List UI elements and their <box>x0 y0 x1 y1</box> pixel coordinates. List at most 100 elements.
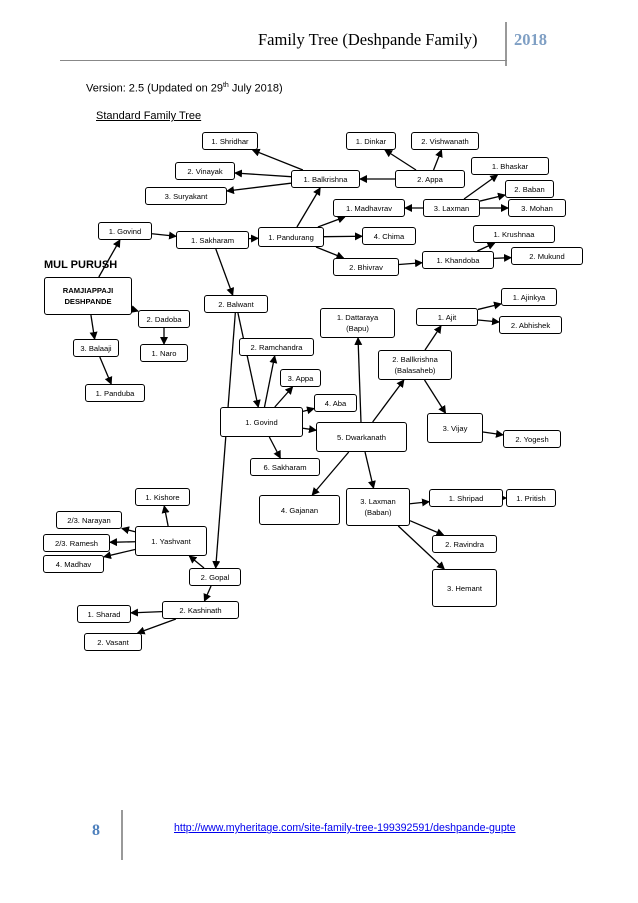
connector-laxman2-to-ravindra <box>409 520 445 536</box>
connector-dwarkanath-to-balkrishna2 <box>372 379 405 423</box>
header-divider <box>505 22 507 66</box>
tree-node-aba: 4. Aba <box>314 394 357 412</box>
tree-node-vinayak: 2. Vinayak <box>175 162 235 180</box>
tree-node-shridhar: 1. Shridhar <box>202 132 258 150</box>
tree-node-ramesh: 2/3. Ramesh <box>43 534 110 552</box>
connector-govind2-to-aba <box>302 406 315 415</box>
connector-dwarkanath-to-gajanan <box>311 451 350 496</box>
connector-balaaji-to-panduba <box>99 356 113 385</box>
connector-balkrishna2-to-ajit <box>424 325 442 351</box>
connector-appa1-to-vishwanath <box>432 149 443 171</box>
tree-node-madhavrav: 1. Madhavrav <box>333 199 405 217</box>
connector-pandurang-to-madhavrav <box>317 215 346 228</box>
connector-vijay-to-yogesh <box>482 429 504 438</box>
connector-gopal-to-yashvant <box>188 555 205 569</box>
tree-node-laxman2: 3. Laxman (Baban) <box>346 488 410 526</box>
tree-node-balkrishna2: 2. Ballkrishna (Balasaheb) <box>378 350 452 380</box>
tree-node-vishwanath: 2. Vishwanath <box>411 132 479 150</box>
connector-laxman2-to-shripad <box>409 498 430 507</box>
tree-node-govind2: 1. Govind <box>220 407 303 437</box>
connector-yashvant-to-narayan <box>121 526 136 535</box>
connector-laxman1-to-baban <box>479 192 506 202</box>
footer-url-link[interactable]: http://www.myheritage.com/site-family-tr… <box>174 822 516 834</box>
connector-balkrishna1-to-shridhar <box>251 148 304 171</box>
connector-balwant-to-govind2 <box>237 312 261 408</box>
tree-node-suryakant: 3. Suryakant <box>145 187 227 205</box>
tree-node-naro: 1. Naro <box>140 344 188 362</box>
tree-node-vijay: 3. Vijay <box>427 413 483 443</box>
connector-ramji-to-dadoba <box>130 305 139 313</box>
connector-balwant-to-gopal <box>212 312 236 569</box>
connector-laxman1-to-bhaskar <box>463 174 499 200</box>
tree-node-ramji: RAMJIAPPAJI DESHPANDE <box>44 277 132 315</box>
connector-ramji-to-govind1 <box>98 239 121 278</box>
tree-node-dattaraya: 1. Dattaraya (Bapu) <box>320 308 395 338</box>
connector-khandoba-to-mukund <box>493 253 512 262</box>
footer-divider <box>121 810 123 860</box>
connector-gopal-to-kashinath <box>203 585 212 602</box>
tree-node-balwant: 2. Balwant <box>204 295 268 313</box>
connector-kashinath-to-sharad <box>130 608 163 617</box>
tree-node-gajanan: 4. Gajanan <box>259 495 340 525</box>
tree-node-mohan: 3. Mohan <box>508 199 566 217</box>
connector-dwarkanath-to-dattaraya <box>354 337 363 423</box>
connector-balkrishna2-to-vijay <box>423 379 447 414</box>
connector-yashvant-to-ramesh <box>109 538 136 547</box>
connector-govind1-to-sakharam1 <box>151 231 177 240</box>
tree-node-bhivrav: 2. Bhivrav <box>333 258 399 276</box>
tree-node-vasant: 2. Vasant <box>84 633 142 651</box>
tree-node-abhishek: 2. Abhishek <box>499 316 562 334</box>
tree-node-hemant: 3. Hemant <box>432 569 497 607</box>
connector-govind2-to-appa2 <box>274 386 294 408</box>
tree-node-gopal: 2. Gopal <box>189 568 241 586</box>
connector-pandurang-to-balkrishna1 <box>296 187 321 228</box>
tree-node-balaaji: 3. Balaaji <box>73 339 119 357</box>
tree-node-sakharam6: 6. Sakharam <box>250 458 320 476</box>
connector-khandoba-to-krushnaa <box>477 242 496 252</box>
connector-dwarkanath-to-laxman2 <box>364 451 376 489</box>
tree-node-govind1: 1. Govind <box>98 222 152 240</box>
tree-node-madhav: 4. Madhav <box>43 555 104 573</box>
tree-node-laxman1: 3. Laxman <box>423 199 480 217</box>
tree-node-yashvant: 1. Yashvant <box>135 526 207 556</box>
version-tail: July 2018) <box>228 82 283 95</box>
tree-node-dwarkanath: 5. Dwarkanath <box>316 422 407 452</box>
connector-ramji-to-balaaji <box>89 314 98 340</box>
connector-appa1-to-dinkar <box>384 149 417 171</box>
header-year: 2018 <box>514 30 547 49</box>
diagram-subtitle: Standard Family Tree <box>96 110 202 122</box>
tree-node-pritish: 1. Pritish <box>506 489 556 507</box>
tree-node-dadoba: 2. Dadoba <box>138 310 190 328</box>
tree-node-balkrishna1: 1. Balkrishna <box>291 170 360 188</box>
header-title: Family Tree (Deshpande Family) <box>258 30 478 49</box>
tree-node-pandurang: 1. Pandurang <box>258 227 324 247</box>
tree-node-panduba: 1. Panduba <box>85 384 145 402</box>
connector-laxman2-to-hemant <box>397 525 445 570</box>
connector-govind2-to-ramchandra <box>263 355 278 408</box>
connector-kashinath-to-vasant <box>136 618 177 635</box>
tree-node-ravindra: 2. Ravindra <box>432 535 497 553</box>
connector-balkrishna1-to-vinayak <box>234 169 292 178</box>
version-text: Version: 2.5 (Updated on 29 <box>86 82 223 95</box>
connector-yashvant-to-madhav <box>103 548 136 560</box>
tree-node-ajit: 1. Ajit <box>416 308 478 326</box>
connector-yashvant-to-kishore <box>161 505 170 527</box>
tree-node-kishore: 1. Kishore <box>135 488 190 506</box>
connector-govind2-to-sakharam6 <box>268 436 281 459</box>
tree-node-chima: 4. Chima <box>362 227 416 245</box>
connector-balkrishna1-to-suryakant <box>226 182 292 195</box>
connector-bhivrav-to-khandoba <box>398 259 423 268</box>
tree-node-khandoba: 1. Khandoba <box>422 251 494 269</box>
tree-node-ajinkya: 1. Ajinkya <box>501 288 557 306</box>
tree-node-dinkar: 1. Dinkar <box>346 132 396 150</box>
tree-node-kashinath: 2. Kashinath <box>162 601 239 619</box>
tree-node-yogesh: 2. Yogesh <box>503 430 561 448</box>
connector-govind2-to-dwarkanath <box>302 425 317 434</box>
version-sup: th <box>222 82 229 89</box>
tree-node-shripad: 1. Shripad <box>429 489 503 507</box>
version-line: Version: 2.5 (Updated on 29th July 2018) <box>86 82 283 95</box>
tree-node-appa1: 2. Appa <box>395 170 465 188</box>
tree-node-appa2: 3. Appa <box>280 369 321 387</box>
connector-pandurang-to-bhivrav <box>315 246 345 260</box>
